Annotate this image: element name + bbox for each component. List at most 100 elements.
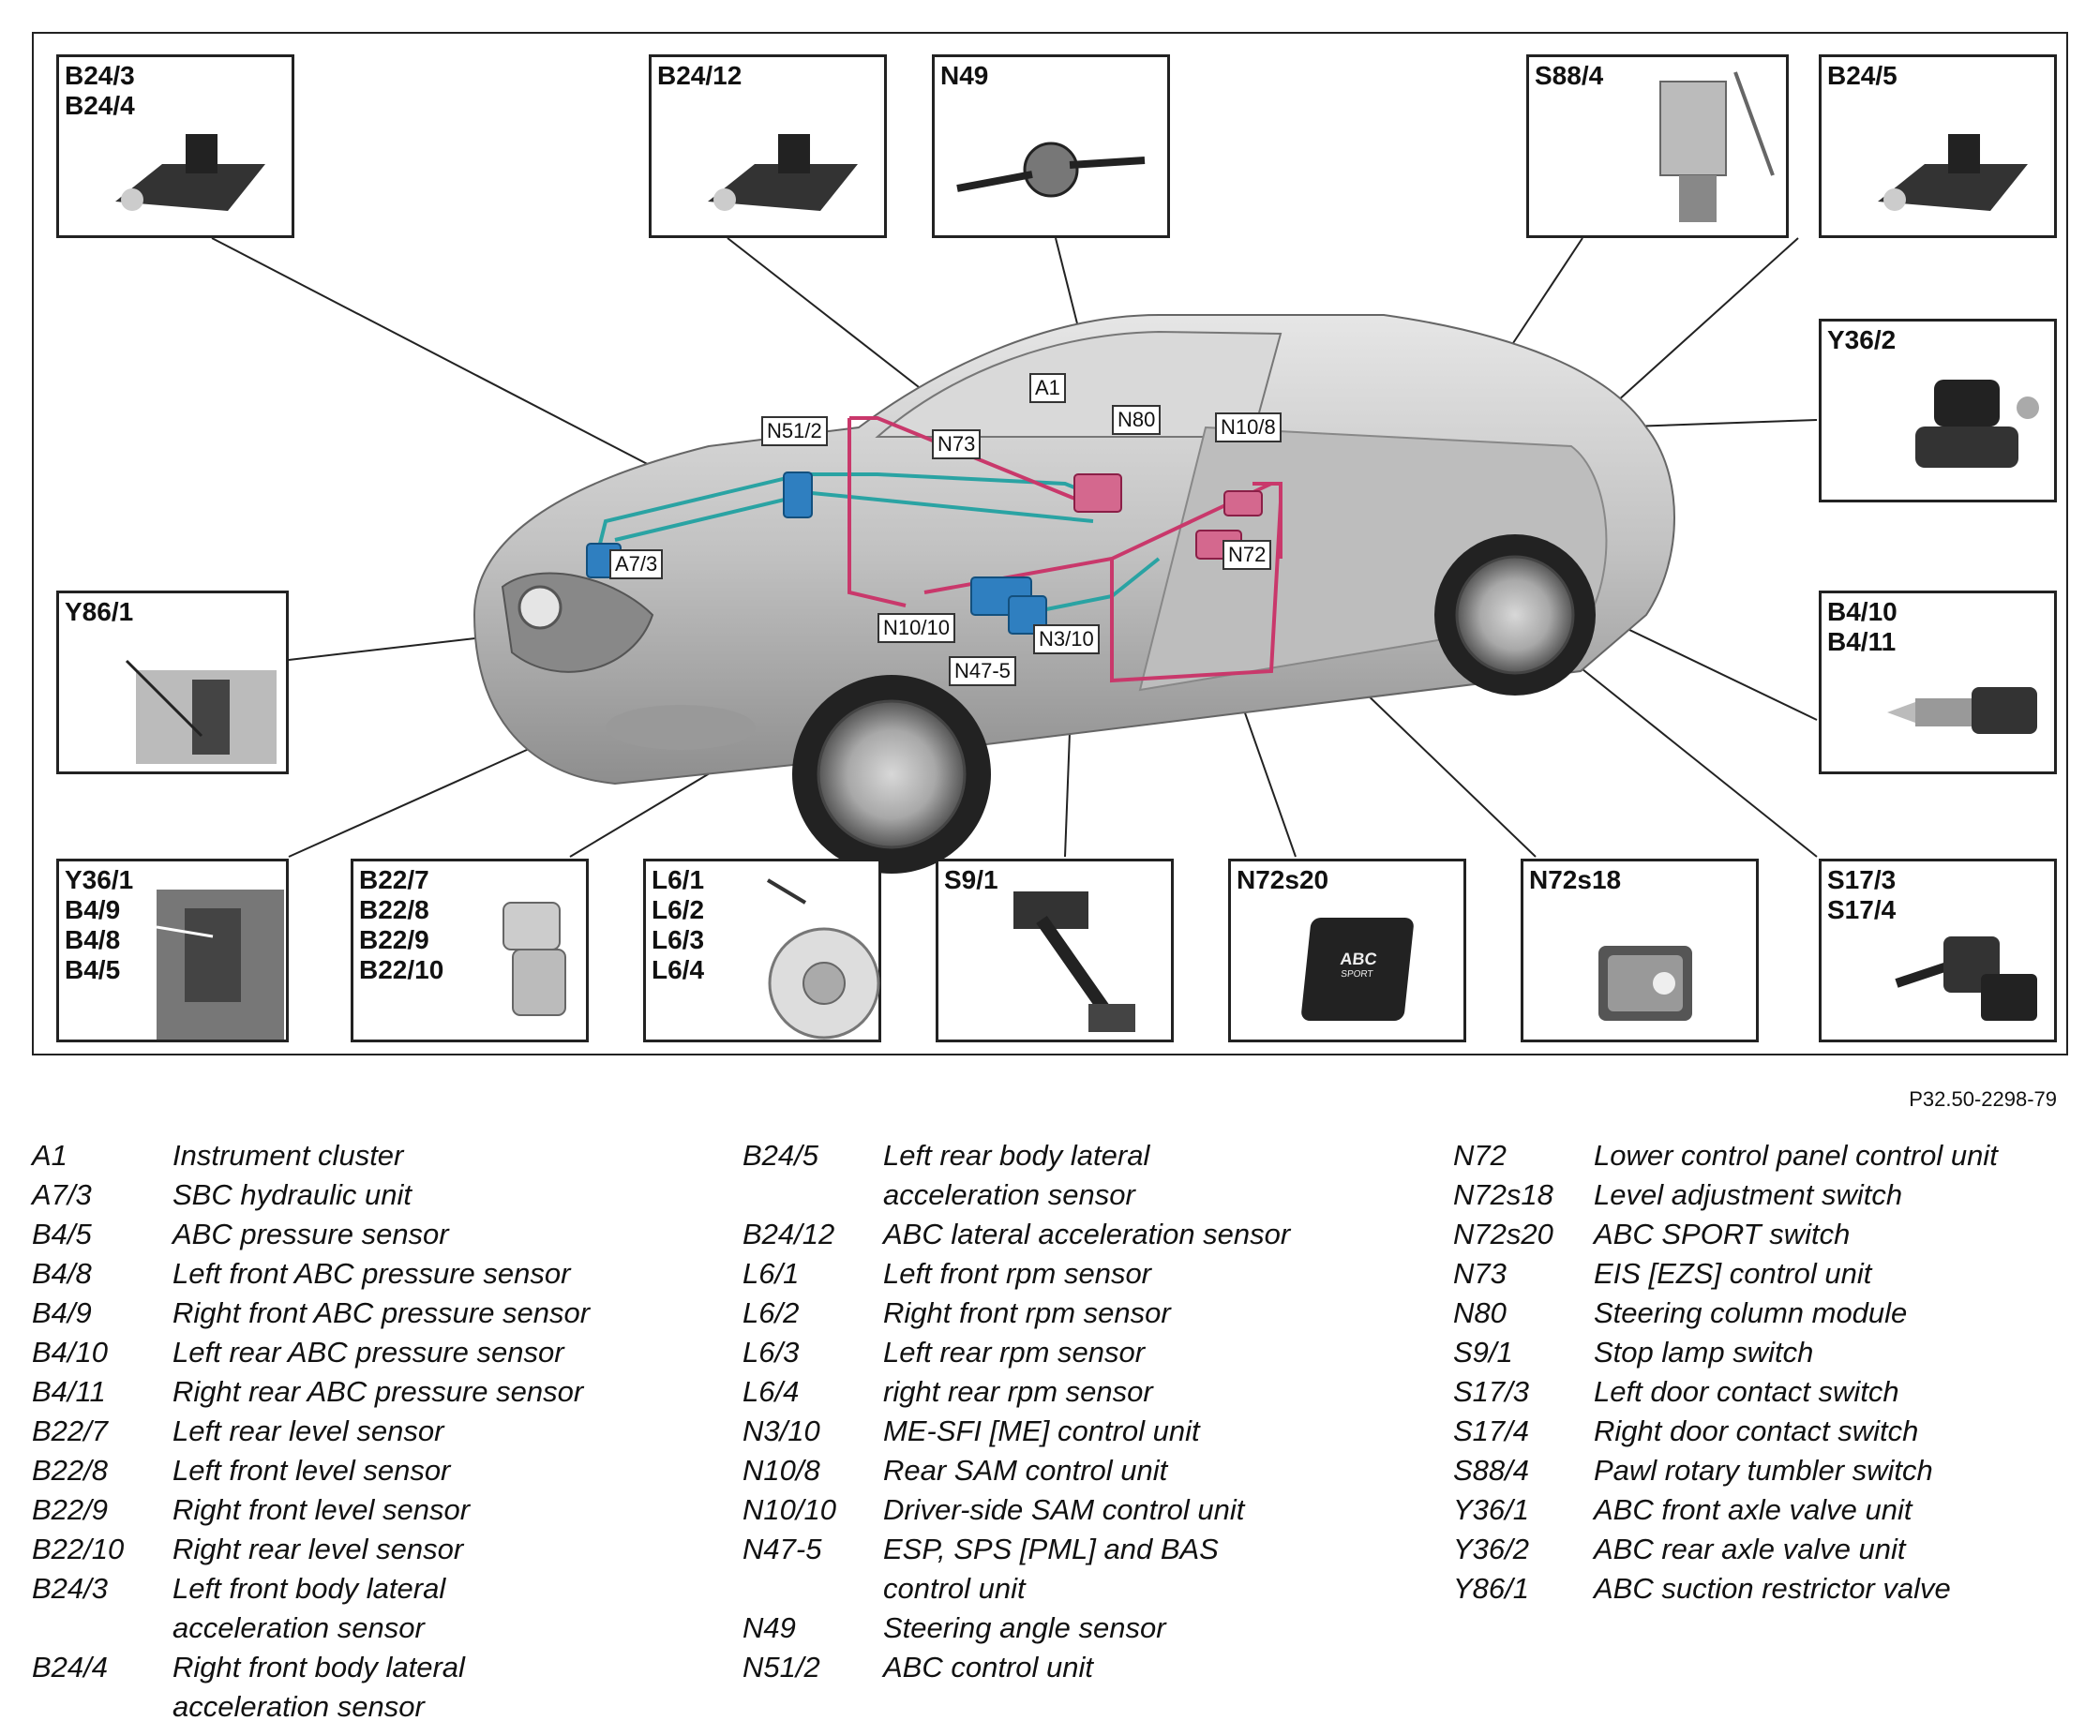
legend-description: Right rear level sensor xyxy=(172,1533,464,1565)
code-s17-4: S17/4 xyxy=(1827,895,1897,924)
code-b4-9: B4/9 xyxy=(65,895,121,924)
legend-description: Left rear body lateral acceleration sens… xyxy=(883,1139,1150,1211)
legend-code: N49 xyxy=(742,1611,796,1644)
code-n49: N49 xyxy=(940,61,989,90)
sport-label: SPORT xyxy=(1340,969,1374,980)
valve-unit-image xyxy=(1915,380,2039,468)
wiring-lines xyxy=(848,416,1282,683)
legend-code: B22/9 xyxy=(32,1493,109,1526)
legend-description: Right rear ABC pressure sensor xyxy=(172,1375,584,1408)
acceleration-sensor-image xyxy=(115,134,265,211)
legend-description: Instrument cluster xyxy=(172,1139,404,1172)
legend-row: B24/5 Left rear body lateral acceleration… xyxy=(742,1136,1290,1215)
legend-description: Level adjustment switch xyxy=(1594,1178,1903,1211)
legend-code: S88/4 xyxy=(1453,1454,1530,1487)
legend-description: Right front level sensor xyxy=(172,1493,471,1526)
legend-code: N47-5 xyxy=(742,1533,822,1565)
code-b22-8: B22/8 xyxy=(359,895,429,924)
legend-code: B24/12 xyxy=(742,1218,835,1250)
legend-code: Y36/1 xyxy=(1453,1493,1530,1526)
legend-code: N72 xyxy=(1453,1139,1507,1172)
code-b24-4: B24/4 xyxy=(65,91,135,120)
legend-code: B4/10 xyxy=(32,1336,109,1369)
legend-code: S17/4 xyxy=(1453,1414,1530,1447)
stop-lamp-switch-image xyxy=(1013,891,1135,1032)
door-contact-switch-image xyxy=(1895,936,2037,1021)
legend-description: Left front ABC pressure sensor xyxy=(172,1257,571,1290)
front-valve-unit-image xyxy=(157,890,284,1040)
legend-code: B24/4 xyxy=(32,1651,109,1684)
level-sensor-image xyxy=(502,902,566,1016)
legend-code: B24/5 xyxy=(742,1139,819,1172)
abc-sport-switch: ABC SPORT xyxy=(1300,918,1415,1021)
code-l6-3: L6/3 xyxy=(652,925,705,954)
legend-code: B24/3 xyxy=(32,1572,109,1605)
callout-b24-5: B24/5 xyxy=(1819,54,2057,238)
code-s17-3: S17/3 xyxy=(1827,865,1897,894)
code-s9-1: S9/1 xyxy=(944,865,998,894)
code-b4-8: B4/8 xyxy=(65,925,121,954)
legend-row: B24/3 Left front body lateral acceleratio… xyxy=(32,1569,590,1648)
legend-description: ABC front axle valve unit xyxy=(1594,1493,1912,1526)
legend-description: EIS [EZS] control unit xyxy=(1594,1257,1872,1290)
legend-row: B24/12 ABC lateral acceleration sensor xyxy=(742,1215,1290,1254)
legend-description: Left front body lateral acceleration sen… xyxy=(172,1572,446,1644)
code-b4-11: B4/11 xyxy=(1827,627,1897,656)
legend-description: Left rear level sensor xyxy=(172,1414,444,1447)
figure-reference: P32.50-2298-79 xyxy=(1909,1087,2057,1111)
legend-description: ABC lateral acceleration sensor xyxy=(883,1218,1291,1250)
legend-row: N72s18 Level adjustment switch xyxy=(1453,1175,1998,1215)
legend-code: L6/1 xyxy=(742,1257,800,1290)
code-b22-7: B22/7 xyxy=(359,865,429,894)
callout-n72s18: N72s18 xyxy=(1521,859,1759,1042)
legend-description: Left rear rpm sensor xyxy=(883,1336,1146,1369)
legend-code: N72s20 xyxy=(1453,1218,1553,1250)
legend-code: N51/2 xyxy=(742,1651,820,1684)
legend-description: ME-SFI [ME] control unit xyxy=(883,1414,1200,1447)
legend-description: Right door contact switch xyxy=(1594,1414,1919,1447)
legend-description: Steering column module xyxy=(1594,1296,1908,1329)
code-n72s18: N72s18 xyxy=(1529,865,1622,894)
code-b22-10: B22/10 xyxy=(359,955,444,984)
acceleration-sensor-image xyxy=(708,134,858,211)
abc-label: ABC xyxy=(1339,950,1378,968)
code-y36-1: Y36/1 xyxy=(65,865,134,894)
legend-code: L6/2 xyxy=(742,1296,800,1329)
legend-row: B22/9 Right front level sensor xyxy=(32,1490,590,1530)
component-units xyxy=(586,471,1263,635)
legend-description: Left door contact switch xyxy=(1594,1375,1899,1408)
pressure-sensor-image xyxy=(1887,687,2037,734)
code-s88-4: S88/4 xyxy=(1535,61,1604,90)
legend-code: N3/10 xyxy=(742,1414,820,1447)
legend-code: N10/8 xyxy=(742,1454,820,1487)
legend-description: right rear rpm sensor xyxy=(883,1375,1153,1408)
code-b22-9: B22/9 xyxy=(359,925,429,954)
callout-n72s20: N72s20 ABC SPORT xyxy=(1228,859,1466,1042)
tag-n72: N72 xyxy=(1222,540,1272,570)
callout-y36-2: Y36/2 xyxy=(1819,319,2057,502)
code-b24-5: B24/5 xyxy=(1827,61,1898,90)
legend-code: N72s18 xyxy=(1453,1178,1553,1211)
legend-code: A7/3 xyxy=(32,1178,92,1211)
